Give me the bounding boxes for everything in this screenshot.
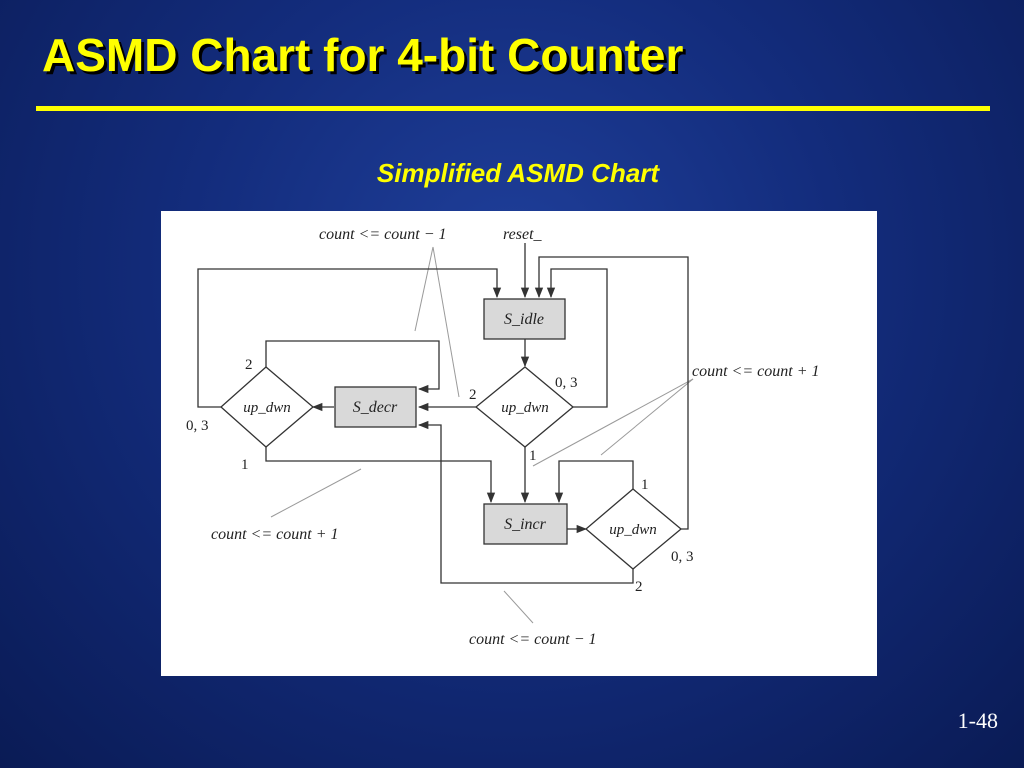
annotation-bottom-decrement: count <= count − 1: [469, 631, 596, 648]
edge-right-2-to-decr: [417, 420, 634, 584]
annotation-left-increment: count <= count + 1: [211, 526, 338, 543]
edge-label-center-2: 2: [469, 387, 477, 403]
state-s-idle: S_idle: [483, 298, 566, 340]
edge-left-03-to-idle: [197, 268, 502, 408]
slide-title: ASMD Chart for 4-bit Counter: [42, 29, 684, 81]
asmd-diagram: S_idle S_decr S_incr up_dwn up_dwn up_dw…: [186, 226, 819, 648]
diagram-subtitle: Simplified ASMD Chart: [376, 158, 660, 188]
title-underline: [36, 106, 990, 111]
edge-left-2-to-decr: [265, 340, 440, 394]
annotation-right-increment: count <= count + 1: [692, 363, 819, 380]
leader-right-upper: [532, 378, 694, 467]
leader-left: [270, 468, 362, 518]
edge-left-1-to-incr: [265, 447, 496, 504]
state-s-decr: S_decr: [334, 386, 417, 428]
edge-label-right-1: 1: [641, 477, 649, 493]
annotation-leaders: [270, 246, 694, 624]
edge-center-03-to-idle: [546, 268, 608, 408]
edge-right-03-to-idle: [534, 256, 689, 530]
asmd-diagram-panel: S_idle S_decr S_incr up_dwn up_dwn up_dw…: [161, 211, 877, 676]
decision-center: up_dwn: [474, 366, 575, 448]
edge-label-center-1: 1: [529, 448, 537, 464]
edge-label-center-03: 0, 3: [555, 375, 578, 391]
state-label-incr: S_incr: [504, 516, 547, 533]
edge-right-1-to-incr: [554, 460, 634, 504]
leader-top-right: [432, 246, 460, 398]
decision-label-right: up_dwn: [609, 522, 657, 538]
reset-input-label: reset_: [503, 226, 543, 243]
state-label-decr: S_decr: [353, 399, 398, 416]
state-label-idle: S_idle: [504, 311, 544, 328]
edge-label-left-2: 2: [245, 357, 253, 373]
edge-label-right-2: 2: [635, 579, 643, 595]
decision-label-center: up_dwn: [501, 400, 549, 416]
slide-number: 1-48: [957, 708, 998, 733]
connections: [197, 243, 689, 584]
annotation-top-decrement: count <= count − 1: [319, 226, 446, 243]
leader-top-left: [414, 246, 434, 332]
edge-label-left-1: 1: [241, 457, 249, 473]
decision-left: up_dwn: [220, 366, 315, 448]
edge-label-left-03: 0, 3: [186, 418, 209, 434]
edge-label-right-03: 0, 3: [671, 549, 694, 565]
leader-bottom: [503, 590, 534, 624]
decision-label-left: up_dwn: [243, 400, 291, 416]
decision-right: up_dwn: [584, 488, 683, 570]
state-s-incr: S_incr: [483, 503, 568, 545]
leader-right-lower: [600, 378, 694, 456]
